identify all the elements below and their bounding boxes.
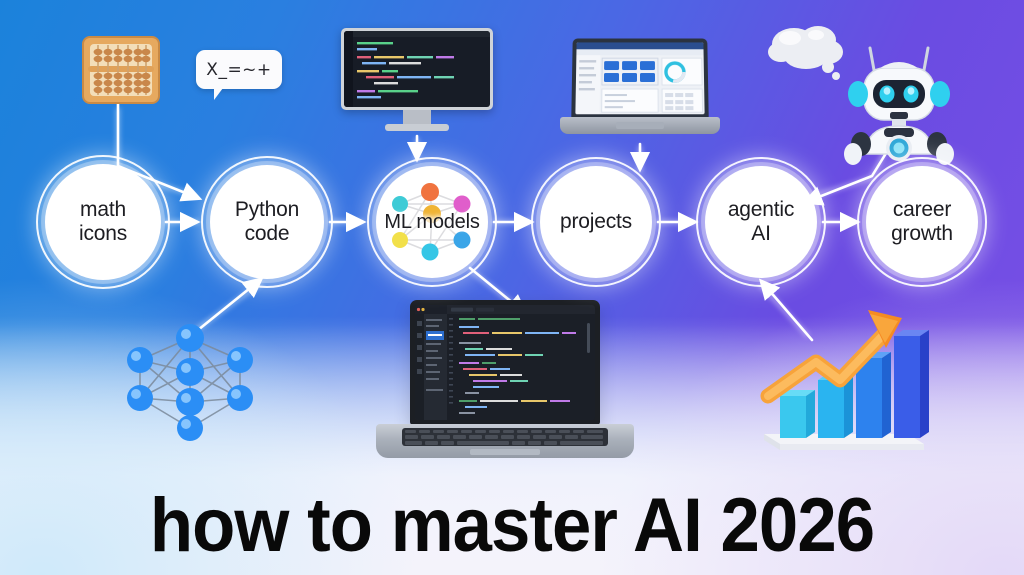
flow-node-label-line2: growth [891, 222, 953, 245]
flow-node-label-line1: career [892, 198, 952, 222]
dashboard-screen [575, 42, 705, 115]
abacus-icon [82, 36, 160, 104]
connector-neuralnet-to-python [196, 277, 264, 332]
flow-node-label-line1: ML models [384, 210, 480, 233]
flow-node-ml-models[interactable]: ML models [367, 157, 497, 287]
laptop-screen [415, 305, 595, 420]
flow-node-label-line2: icons [78, 222, 128, 245]
dashboard-laptop-icon [560, 38, 720, 142]
math-formula-text: X_=~+ [206, 59, 272, 80]
monitor-screen [341, 28, 493, 110]
flow-node-label-line2: AI [751, 222, 771, 245]
flow-node-label-line1: math [80, 198, 126, 222]
flow-node-label-line2: code [244, 222, 290, 245]
chart-bars [780, 330, 929, 438]
trend-arrow [760, 310, 902, 404]
bar-4 [894, 330, 929, 438]
laptop-lid [410, 300, 600, 425]
code-laptop-image [376, 300, 634, 475]
editor-sidebar [415, 305, 447, 420]
code-monitor-icon [341, 28, 493, 136]
bar-1 [780, 390, 815, 438]
poster-title: how to master AI 2026 [149, 483, 875, 568]
laptop-keyboard [402, 428, 608, 446]
flow-node-label-line1: Python [234, 198, 300, 222]
ai-robot-icon [840, 32, 958, 165]
neural-network-icon [110, 320, 270, 441]
connector-robot-to-agentic [801, 148, 890, 206]
thought-cloud-icon [766, 22, 852, 82]
editor-code-area [447, 305, 595, 420]
monitor-code-area [344, 31, 490, 107]
flow-node-career-growth[interactable]: career growth [857, 157, 987, 287]
flow-node-python-code[interactable]: Python code [201, 156, 333, 288]
laptop-trackpad [470, 449, 540, 455]
flow-node-math-icons[interactable]: math icons [36, 155, 170, 289]
flow-node-projects[interactable]: projects [531, 157, 661, 287]
math-formula-bubble: X_=~+ [196, 50, 282, 100]
flow-node-agentic-ai[interactable]: agentic AI [696, 157, 826, 287]
flow-node-label-line1: agentic [727, 198, 795, 222]
growth-bar-chart-icon [756, 300, 932, 452]
connector-chart-to-agentic [758, 278, 814, 342]
background-left-glow [0, 275, 420, 575]
flow-node-label-line1: projects [560, 210, 632, 234]
dashboard-laptop-lid [571, 38, 709, 119]
